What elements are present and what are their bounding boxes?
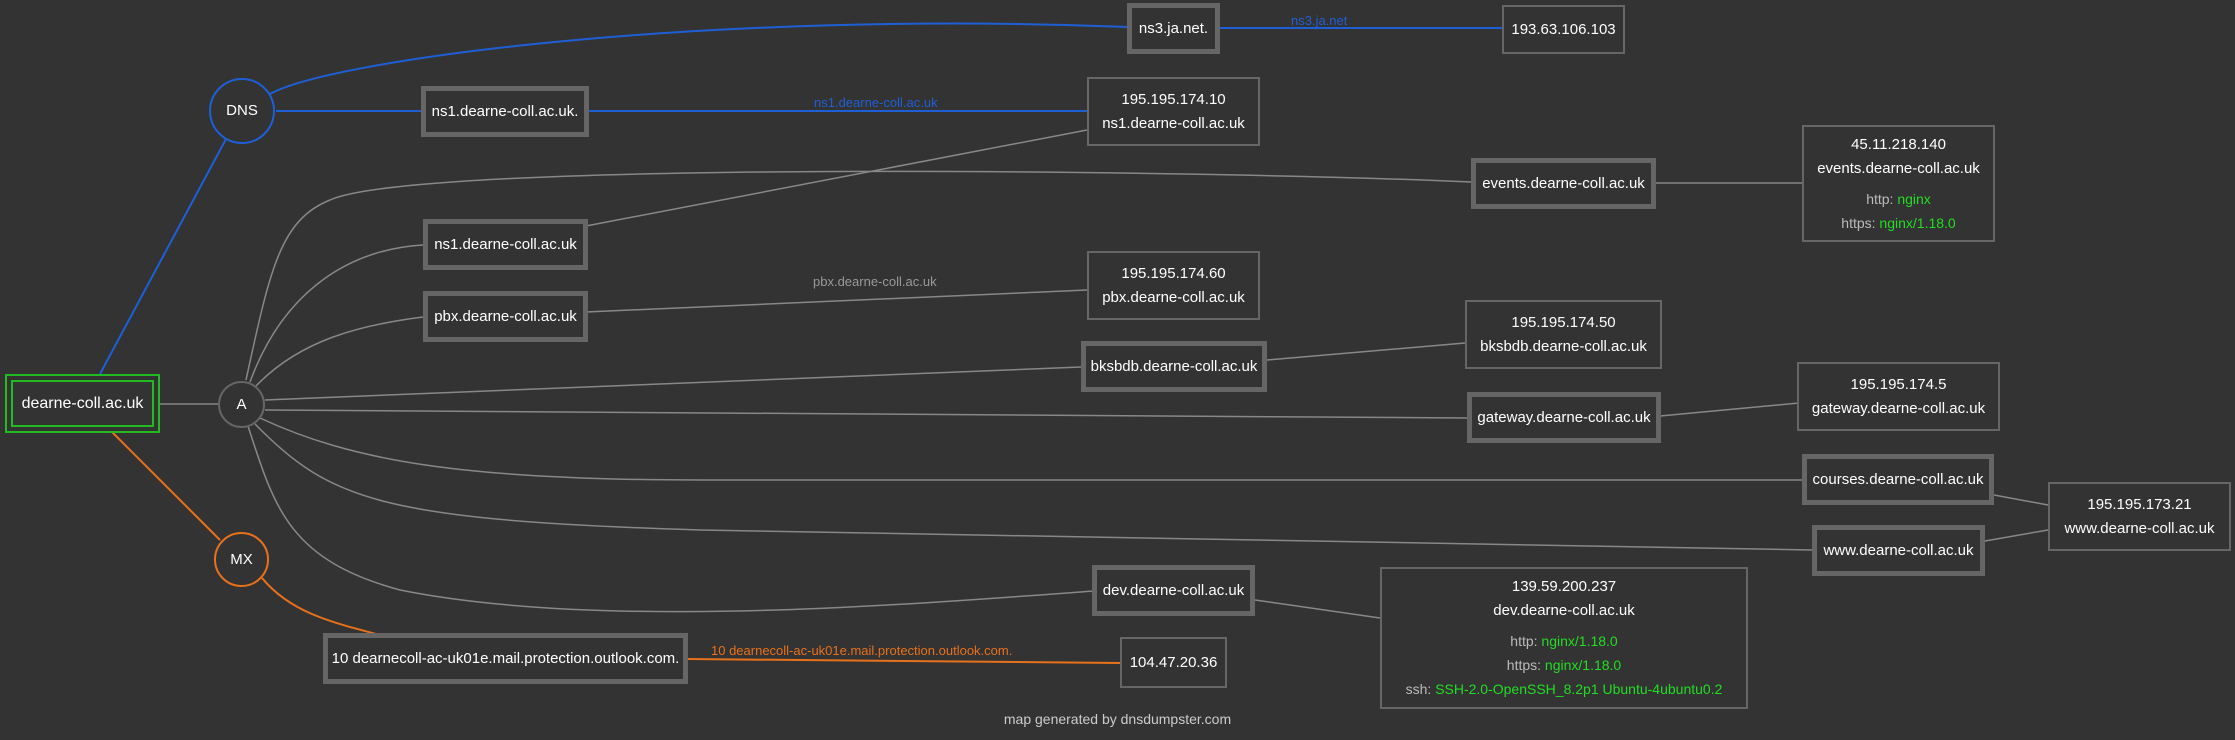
ip-events-address: 45.11.218.140 xyxy=(1851,135,1946,153)
host-events-label: events.dearne-coll.ac.uk xyxy=(1482,174,1645,192)
host-dev[interactable]: dev.dearne-coll.ac.uk xyxy=(1092,565,1255,616)
host-bksbdb[interactable]: bksbdb.dearne-coll.ac.uk xyxy=(1081,341,1267,392)
edge-a-www xyxy=(254,423,1813,551)
edge-pbx-ip xyxy=(585,289,1088,313)
ip-events-name: events.dearne-coll.ac.uk xyxy=(1817,159,1980,177)
service-https-value: nginx/1.18.0 xyxy=(1879,214,1956,231)
host-pbx[interactable]: pbx.dearne-coll.ac.uk xyxy=(423,291,588,342)
host-ns1-label: ns1.dearne-coll.ac.uk xyxy=(434,235,577,253)
host-www-label: www.dearne-coll.ac.uk xyxy=(1823,541,1974,559)
host-dev-label: dev.dearne-coll.ac.uk xyxy=(1102,581,1245,599)
ip-www-address: 195.195.173.21 xyxy=(2087,495,2192,513)
service-https: https: nginx/1.18.0 xyxy=(1841,211,1955,235)
host-ns1-nameserver-label: ns1.dearne-coll.ac.uk. xyxy=(431,102,579,120)
ip-gateway-address: 195.195.174.5 xyxy=(1850,375,1947,393)
ip-bksbdb-address: 195.195.174.50 xyxy=(1511,313,1616,331)
ip-box-pbx[interactable]: 195.195.174.60 pbx.dearne-coll.ac.uk xyxy=(1087,251,1260,320)
ip-ns1-address: 195.195.174.10 xyxy=(1121,90,1226,108)
host-ns3-label: ns3.ja.net. xyxy=(1138,19,1209,37)
service-ssh: ssh: SSH-2.0-OpenSSH_8.2p1 Ubuntu-4ubunt… xyxy=(1406,677,1723,701)
a-group-node[interactable]: A xyxy=(218,381,265,428)
service-http-key: http: xyxy=(1510,633,1538,649)
host-mx[interactable]: 10 dearnecoll-ac-uk01e.mail.protection.o… xyxy=(323,633,688,684)
service-https-key: https: xyxy=(1841,214,1876,231)
service-https-value: nginx/1.18.0 xyxy=(1544,657,1622,673)
edge-www-ip xyxy=(1984,529,2049,542)
edge-a-dev xyxy=(247,425,1095,613)
ip-dev-address: 139.59.200.237 xyxy=(1511,578,1617,595)
host-bksbdb-label: bksbdb.dearne-coll.ac.uk xyxy=(1090,357,1258,375)
edge-label-ns3: ns3.ja.net xyxy=(1291,13,1348,28)
host-gateway-label: gateway.dearne-coll.ac.uk xyxy=(1477,408,1651,426)
edge-dns-ns3 xyxy=(269,22,1130,95)
ip-box-ns3[interactable]: 193.63.106.103 xyxy=(1502,5,1625,54)
edge-label-mx: 10 dearnecoll-ac-uk01e.mail.protection.o… xyxy=(711,643,1013,658)
edge-mx-host xyxy=(261,577,381,636)
ip-box-www[interactable]: 195.195.173.21 www.dearne-coll.ac.uk xyxy=(2048,482,2231,551)
ip-box-gateway[interactable]: 195.195.174.5 gateway.dearne-coll.ac.uk xyxy=(1797,362,2000,431)
dns-group-label: DNS xyxy=(226,102,258,119)
service-http: http: nginx/1.18.0 xyxy=(1510,629,1617,653)
service-http-key: http: xyxy=(1866,190,1894,207)
edge-a-courses xyxy=(259,417,1802,481)
edge-a-bksbdb xyxy=(264,366,1082,401)
ip-pbx-name: pbx.dearne-coll.ac.uk xyxy=(1102,288,1245,306)
host-ns3[interactable]: ns3.ja.net. xyxy=(1127,3,1220,54)
edge-a-pbx xyxy=(255,316,424,387)
edge-mxhost-ip xyxy=(687,658,1121,664)
edge-ns1a-ip xyxy=(585,129,1088,227)
service-http: http: nginx xyxy=(1866,187,1931,211)
root-domain-node[interactable]: dearne-coll.ac.uk xyxy=(5,374,160,433)
service-ssh-value: SSH-2.0-OpenSSH_8.2p1 Ubuntu-4ubuntu0.2 xyxy=(1435,681,1723,697)
dns-group-node[interactable]: DNS xyxy=(209,78,275,144)
ip-ns1-name: ns1.dearne-coll.ac.uk xyxy=(1102,114,1245,132)
ip-pbx-address: 195.195.174.60 xyxy=(1121,264,1226,282)
host-courses-label: courses.dearne-coll.ac.uk xyxy=(1812,470,1984,488)
mx-group-node[interactable]: MX xyxy=(214,532,269,587)
service-http-value: nginx xyxy=(1897,190,1931,207)
host-ns1[interactable]: ns1.dearne-coll.ac.uk xyxy=(423,219,588,270)
host-events[interactable]: events.dearne-coll.ac.uk xyxy=(1471,158,1656,209)
host-gateway[interactable]: gateway.dearne-coll.ac.uk xyxy=(1467,392,1661,443)
ip-box-bksbdb[interactable]: 195.195.174.50 bksbdb.dearne-coll.ac.uk xyxy=(1465,300,1662,369)
host-pbx-label: pbx.dearne-coll.ac.uk xyxy=(434,307,577,325)
ip-gateway-name: gateway.dearne-coll.ac.uk xyxy=(1811,399,1986,417)
ip-box-mx[interactable]: 104.47.20.36 xyxy=(1120,637,1227,688)
ip-mx-address: 104.47.20.36 xyxy=(1129,653,1218,671)
edge-courses-ip xyxy=(1993,494,2049,506)
edge-label-ns1: ns1.dearne-coll.ac.uk xyxy=(814,95,938,110)
edge-a-events xyxy=(245,170,1472,381)
footer-credit: map generated by dnsdumpster.com xyxy=(1003,711,1232,727)
ip-box-events[interactable]: 45.11.218.140 events.dearne-coll.ac.uk h… xyxy=(1802,125,1995,242)
ip-www-name: www.dearne-coll.ac.uk xyxy=(2064,519,2215,537)
edge-root-mx xyxy=(111,431,221,541)
edge-a-gateway xyxy=(264,409,1468,419)
ip-dev-name: dev.dearne-coll.ac.uk xyxy=(1493,602,1635,619)
host-courses[interactable]: courses.dearne-coll.ac.uk xyxy=(1802,454,1994,505)
host-mx-label: 10 dearnecoll-ac-uk01e.mail.protection.o… xyxy=(331,649,680,667)
edge-label-pbx: pbx.dearne-coll.ac.uk xyxy=(813,274,937,289)
edge-bksbdb-ip xyxy=(1266,342,1466,361)
ip-box-dev[interactable]: 139.59.200.237 dev.dearne-coll.ac.uk htt… xyxy=(1380,567,1748,709)
ip-box-ns1[interactable]: 195.195.174.10 ns1.dearne-coll.ac.uk xyxy=(1087,77,1260,146)
ip-bksbdb-name: bksbdb.dearne-coll.ac.uk xyxy=(1480,337,1647,355)
a-group-label: A xyxy=(236,395,247,413)
edge-dev-ip xyxy=(1254,599,1381,619)
ip-ns3-address: 193.63.106.103 xyxy=(1511,20,1616,38)
service-ssh-key: ssh: xyxy=(1405,681,1432,697)
root-domain-label: dearne-coll.ac.uk xyxy=(21,394,144,412)
service-https-key: https: xyxy=(1506,657,1542,673)
edge-gateway-ip xyxy=(1659,402,1800,417)
edge-a-ns1 xyxy=(249,244,424,383)
edge-root-dns xyxy=(99,138,227,375)
service-https: https: nginx/1.18.0 xyxy=(1507,653,1621,677)
mx-group-label: MX xyxy=(230,550,253,568)
host-ns1-nameserver[interactable]: ns1.dearne-coll.ac.uk. xyxy=(421,86,589,137)
service-http-value: nginx/1.18.0 xyxy=(1541,633,1618,649)
host-www[interactable]: www.dearne-coll.ac.uk xyxy=(1812,525,1985,576)
